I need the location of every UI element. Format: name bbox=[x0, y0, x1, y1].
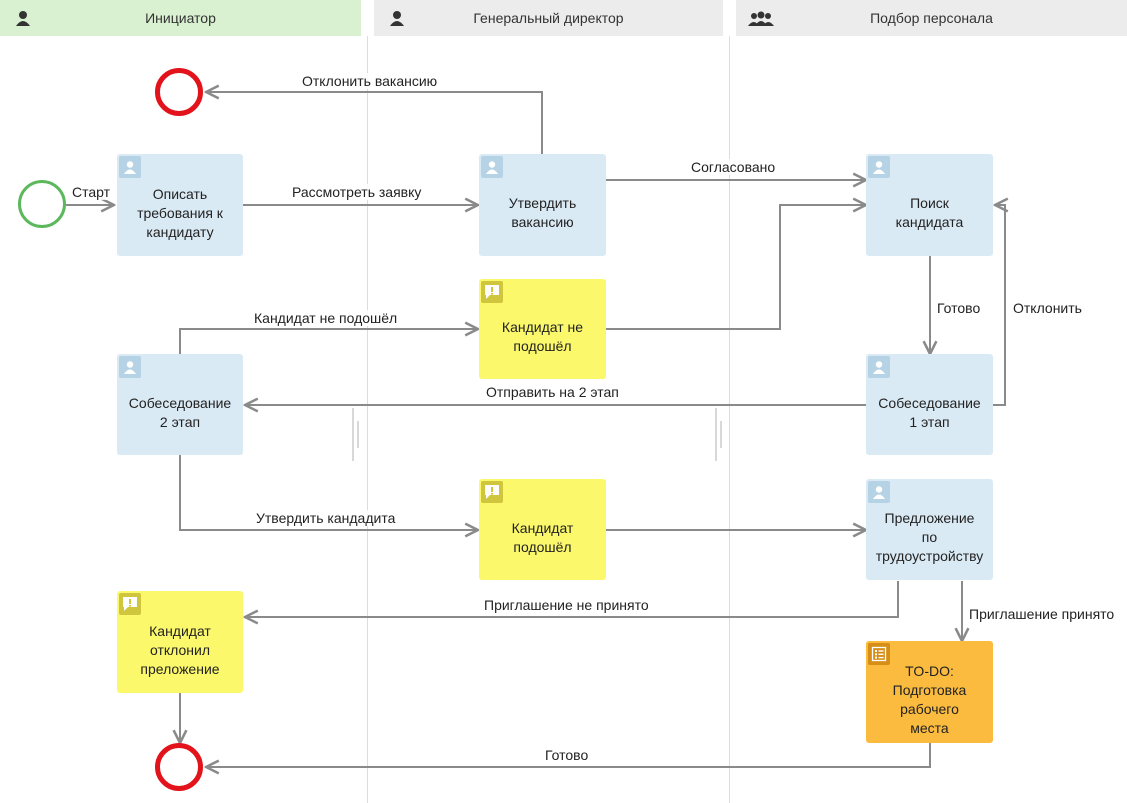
lane-title-hr: Подбор персонала bbox=[870, 10, 993, 26]
lane-header-hr: Подбор персонала bbox=[736, 0, 1127, 36]
lane-header-ceo: Генеральный директор bbox=[374, 0, 723, 36]
edge-label-send-stage2: Отправить на 2 этап bbox=[484, 384, 621, 400]
task-describe-requirements[interactable]: Описать требования к кандидату bbox=[117, 154, 243, 256]
note-label: Кандидат не подошёл bbox=[501, 319, 584, 354]
person-icon bbox=[119, 156, 141, 178]
task-approve-vacancy[interactable]: Утвердить вакансию bbox=[479, 154, 606, 256]
edge-label-approve-candidate: Утвердить кандадита bbox=[254, 510, 398, 526]
note-candidate-declined[interactable]: Кандидат отклонил преложение bbox=[117, 591, 243, 693]
note-candidate-not-fit[interactable]: Кандидат не подошёл bbox=[479, 279, 606, 379]
end-event-reject[interactable] bbox=[155, 68, 203, 116]
task-label: Собеседование 2 этап bbox=[128, 394, 232, 430]
task-label: Поиск кандидата bbox=[895, 195, 964, 230]
group-icon bbox=[748, 11, 774, 26]
edge-label-done-final: Готово bbox=[543, 747, 591, 763]
task-interview-stage2[interactable]: Собеседование 2 этап bbox=[117, 354, 243, 455]
task-job-offer[interactable]: Предложение по трудоустройству bbox=[866, 479, 993, 580]
lane-title-ceo: Генеральный директор bbox=[473, 10, 624, 26]
user-icon bbox=[390, 11, 404, 26]
edge-label-review-request: Рассмотреть заявку bbox=[290, 184, 424, 200]
note-label: Кандидат подошёл bbox=[511, 519, 574, 555]
lane-divider bbox=[729, 36, 730, 803]
person-icon bbox=[119, 356, 141, 378]
edge-notfit-to-search bbox=[606, 205, 866, 330]
user-icon bbox=[16, 11, 30, 26]
task-label: Утвердить вакансию bbox=[508, 195, 577, 230]
edge-label-invite-accepted: Приглашение принято bbox=[967, 606, 1117, 622]
edge-todo-to-end bbox=[206, 743, 931, 767]
note-candidate-fit[interactable]: Кандидат подошёл bbox=[479, 479, 606, 580]
edge-invite-declined bbox=[245, 581, 899, 617]
edge-label-invite-declined: Приглашение не принято bbox=[482, 597, 651, 613]
start-event[interactable] bbox=[18, 180, 66, 228]
task-label: Предложение по трудоустройству bbox=[875, 510, 984, 564]
edge-label-reject: Отклонить bbox=[1011, 300, 1084, 316]
lane-title-initiator: Инициатор bbox=[145, 10, 216, 26]
comment-alert-icon bbox=[481, 281, 503, 303]
lane-divider bbox=[367, 36, 368, 803]
person-icon bbox=[481, 156, 503, 178]
comment-alert-icon bbox=[119, 593, 141, 615]
task-interview-stage1[interactable]: Собеседование 1 этап bbox=[866, 354, 993, 455]
edge-reject-back bbox=[993, 205, 1005, 406]
person-icon bbox=[868, 481, 890, 503]
edge-reject-vacancy bbox=[206, 92, 543, 154]
edge-label-reject-vacancy: Отклонить вакансию bbox=[300, 73, 440, 89]
todo-label: TO-DO: Подготовка рабочего места bbox=[892, 663, 967, 736]
edge-label-start: Старт bbox=[70, 184, 113, 200]
edge-approve-candidate bbox=[179, 455, 478, 530]
task-label: Описать требования к кандидату bbox=[137, 185, 223, 240]
end-event-final[interactable] bbox=[155, 743, 203, 791]
task-search-candidate[interactable]: Поиск кандидата bbox=[866, 154, 993, 256]
lane-header-initiator: Инициатор bbox=[0, 0, 361, 36]
edge-label-done: Готово bbox=[935, 300, 983, 316]
task-label: Собеседование 1 этап bbox=[878, 394, 981, 430]
todo-prepare-workplace[interactable]: TO-DO: Подготовка рабочего места bbox=[866, 641, 993, 743]
person-icon bbox=[868, 356, 890, 378]
note-label: Кандидат отклонил преложение bbox=[140, 622, 220, 677]
edge-label-approved: Согласовано bbox=[689, 159, 778, 175]
edge-label-not-fit: Кандидат не подошёл bbox=[252, 310, 400, 326]
person-icon bbox=[868, 156, 890, 178]
comment-alert-icon bbox=[481, 481, 503, 503]
edge-interview2-not-fit bbox=[179, 329, 478, 354]
checklist-icon bbox=[868, 643, 890, 665]
